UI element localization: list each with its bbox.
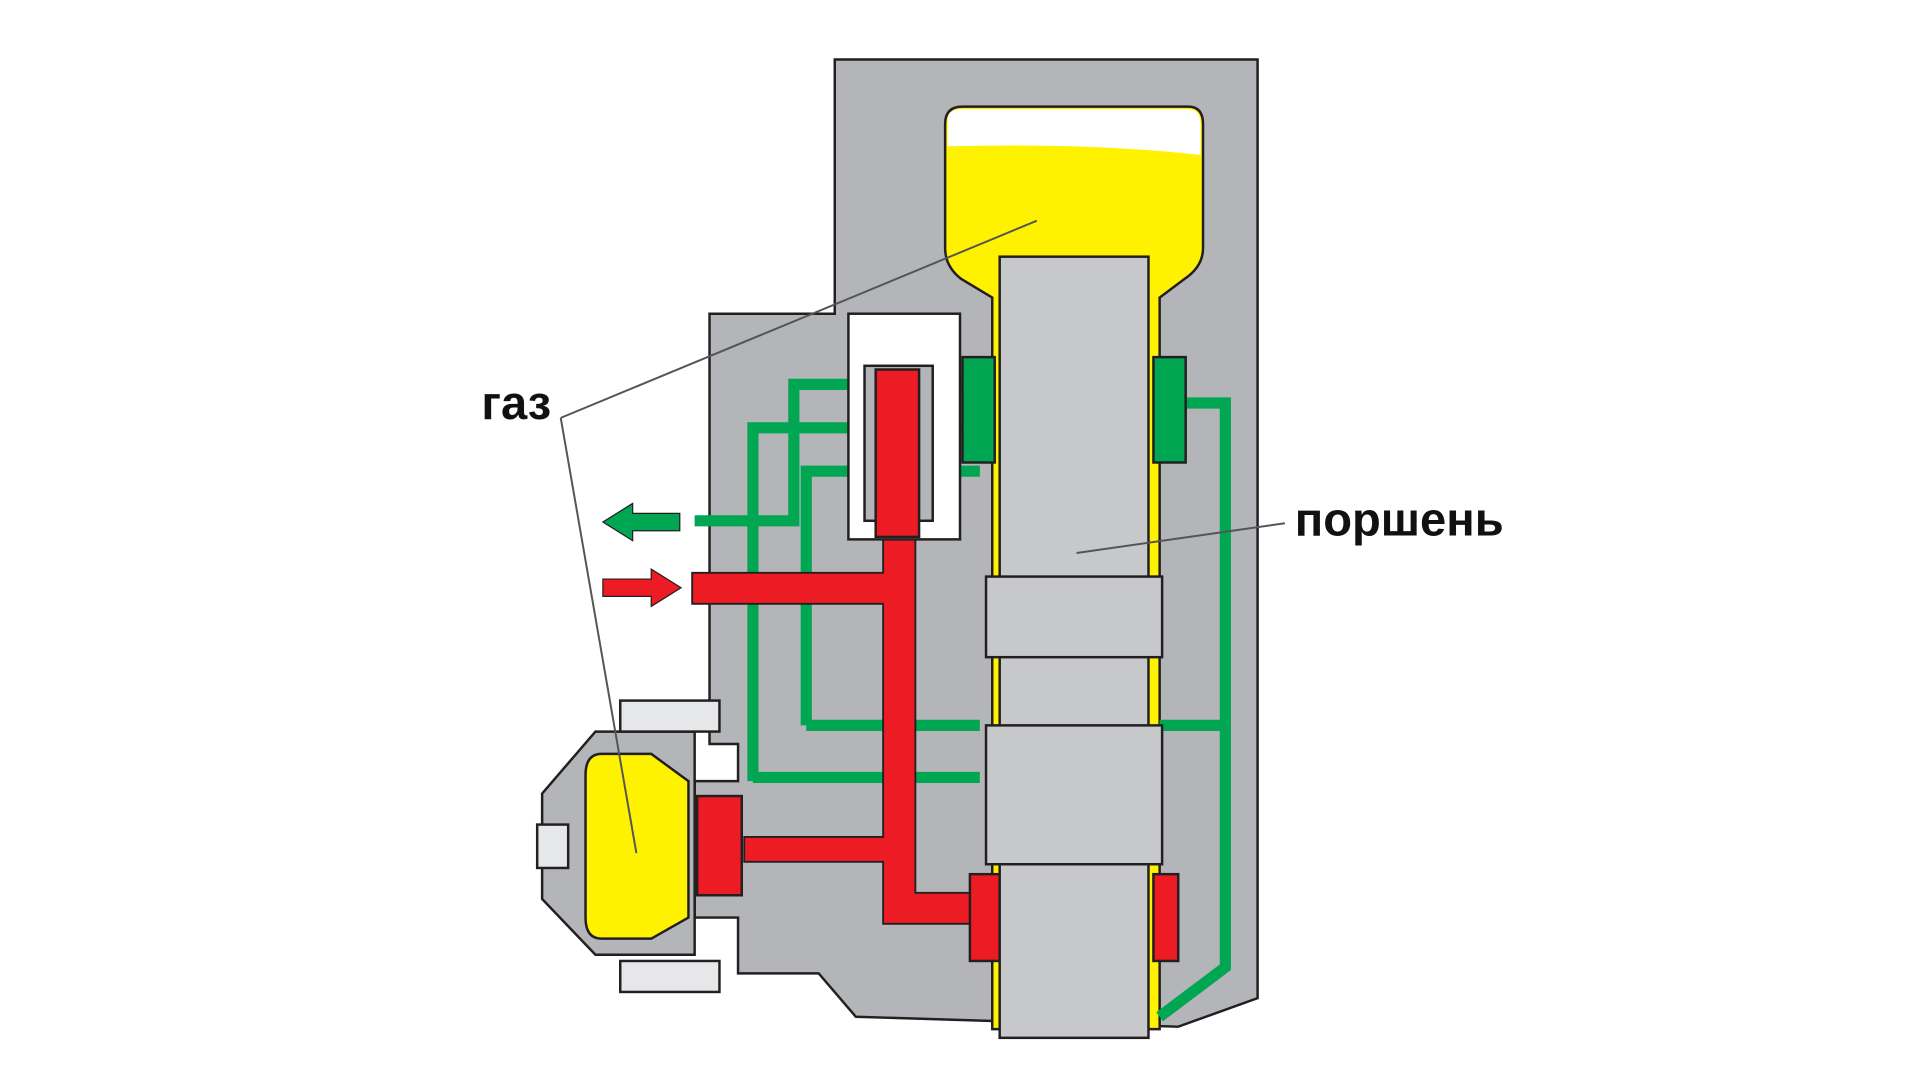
gas-label: газ	[481, 376, 551, 429]
piston-label: поршень	[1295, 493, 1504, 546]
pressure-flow-arrow-icon	[602, 568, 683, 608]
piston-leader-line	[1076, 522, 1286, 555]
return-flow-arrow-icon	[601, 502, 681, 542]
gas-accumulator	[584, 752, 690, 940]
piston-head	[984, 575, 1164, 659]
gas-leader-line	[560, 219, 1038, 419]
